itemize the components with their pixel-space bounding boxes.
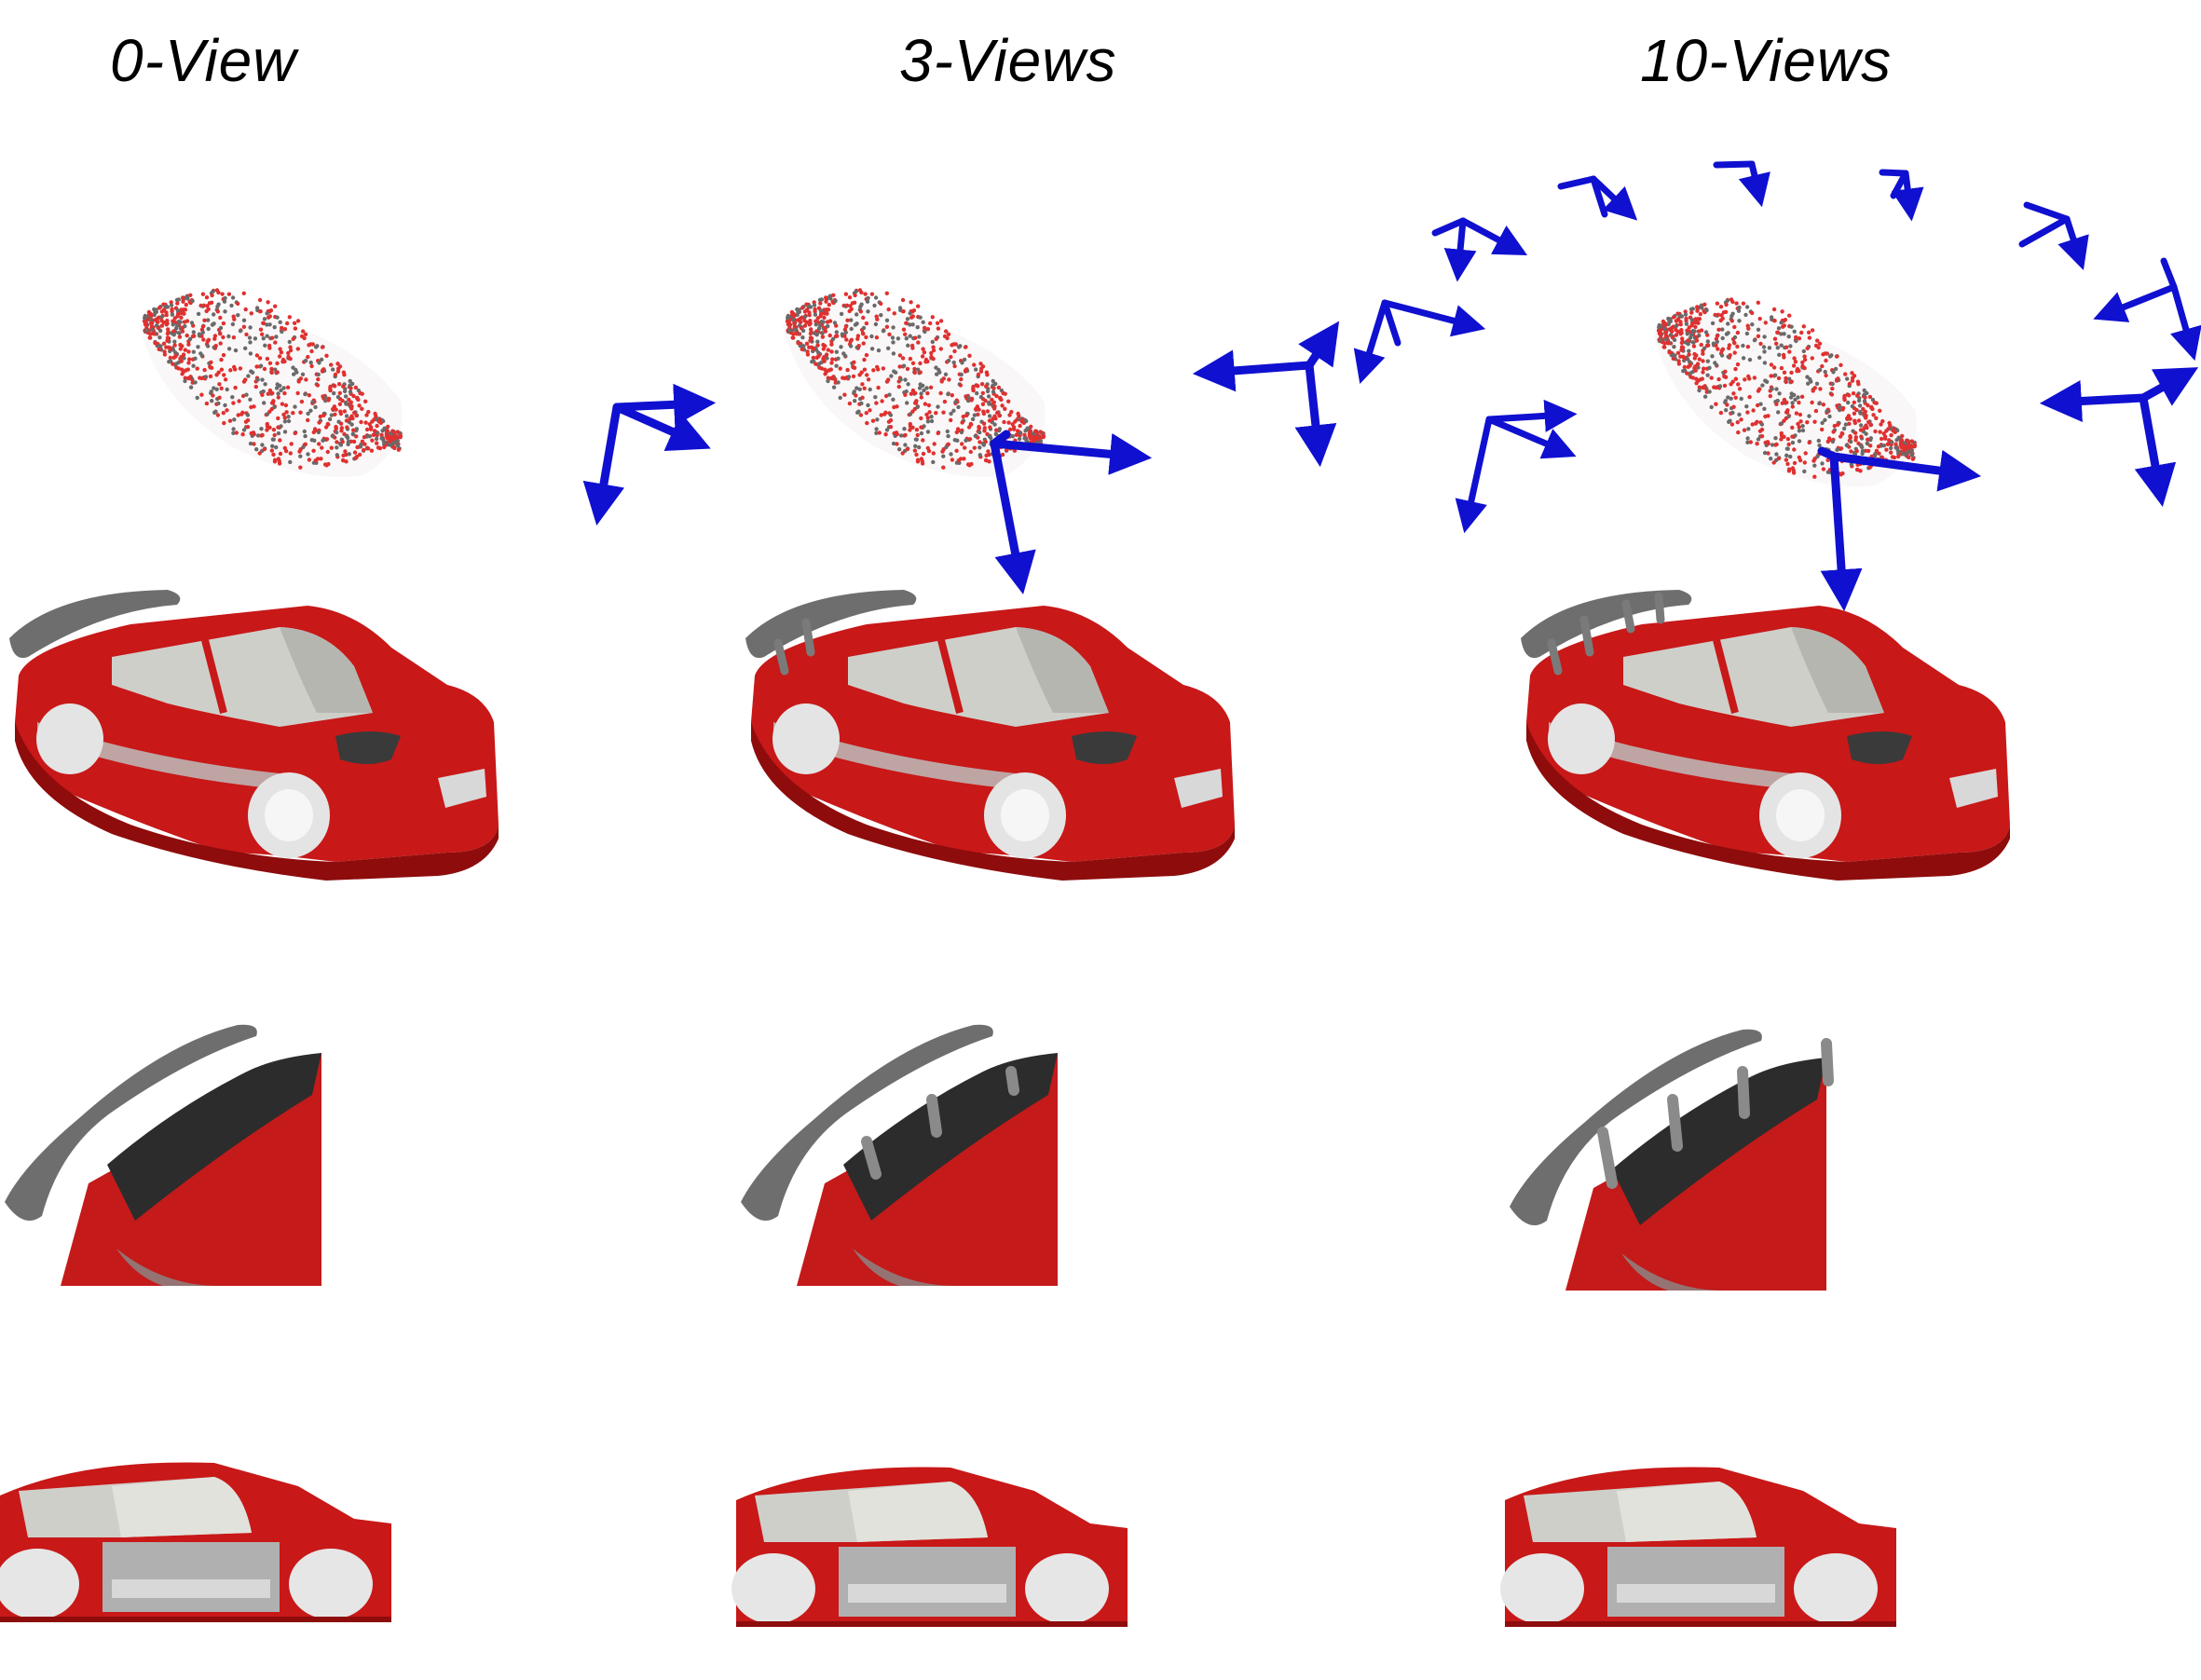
side-closeup-3-views — [731, 1467, 1128, 1627]
column-title-10-views: 10-Views — [1640, 27, 1893, 94]
side-closeup-0-view — [0, 1462, 391, 1622]
camera-pose-icon — [990, 430, 1153, 594]
camera-pose-icon — [1557, 175, 1638, 221]
camera-pose-icon — [1431, 217, 1528, 282]
camera-pose-icon — [1455, 399, 1578, 534]
camera-pose-icon — [2093, 257, 2201, 362]
point-cloud-10-views — [1654, 297, 1918, 486]
camera-poses-10-views — [1353, 160, 2201, 612]
camera-pose-icon — [2039, 367, 2199, 507]
camera-pose-icon — [1192, 321, 1340, 468]
camera-pose-icon — [1879, 169, 1924, 222]
column-title-3-views: 3-Views — [899, 27, 1117, 94]
camera-pose-icon — [582, 383, 717, 526]
camera-pose-icon — [1817, 446, 1982, 612]
car-render-10-views — [1521, 590, 2010, 881]
side-closeup-10-views — [1500, 1467, 1896, 1627]
car-render-3-views — [745, 590, 1235, 881]
camera-poses-3-views — [582, 321, 1340, 594]
spoiler-struts — [773, 592, 1665, 676]
camera-pose-icon — [1713, 160, 1770, 208]
column-title-0-view: 0-View — [110, 27, 297, 94]
camera-pose-icon — [1353, 299, 1486, 385]
spoiler-closeup-10-views — [1510, 1029, 1826, 1291]
camera-pose-icon — [2018, 201, 2089, 270]
point-cloud-0-view — [140, 288, 403, 477]
closeup-struts — [861, 1038, 1834, 1189]
spoiler-closeup-0-view — [5, 1024, 321, 1286]
spoiler-closeup-3-views — [741, 1024, 1058, 1286]
car-render-0-view — [9, 590, 499, 881]
